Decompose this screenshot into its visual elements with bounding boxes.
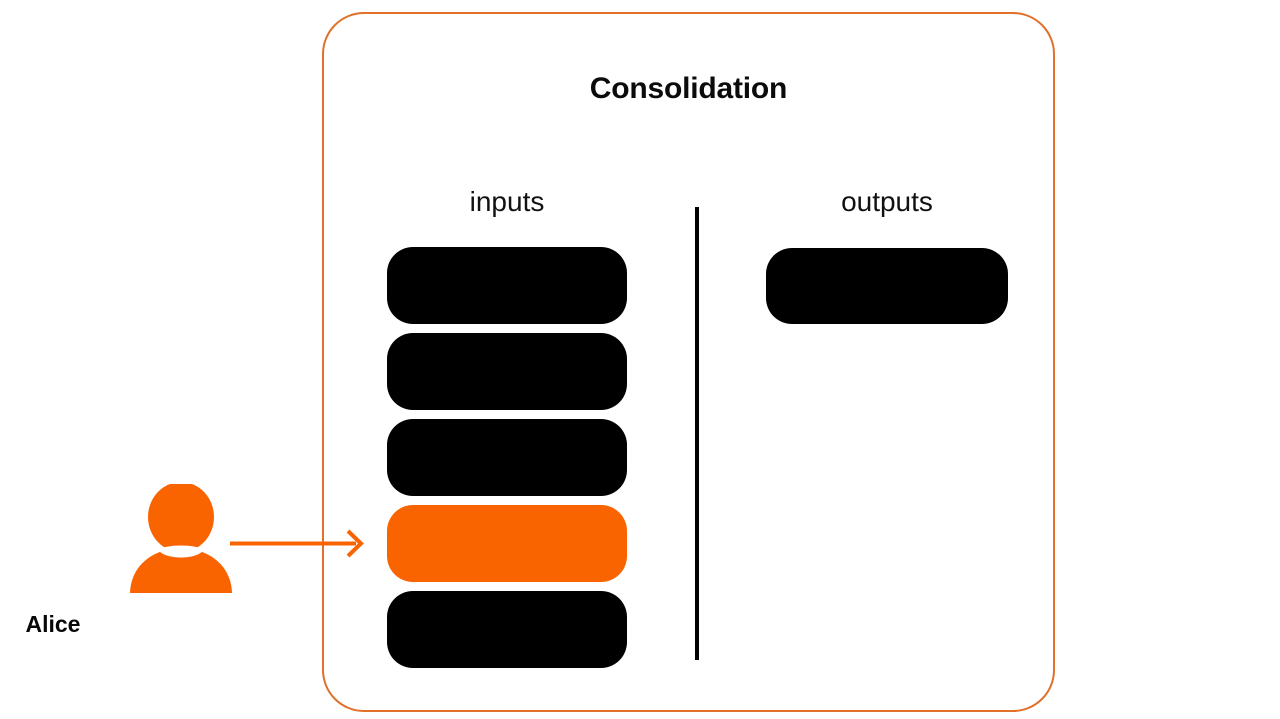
arrow-right-icon	[230, 529, 364, 558]
column-label-inputs: inputs	[469, 186, 545, 217]
actor-alice[interactable]	[128, 484, 234, 644]
page-title: Consolidation	[589, 72, 788, 105]
output-bar-0[interactable]	[766, 248, 1008, 324]
actor-label-alice: Alice	[25, 611, 81, 637]
input-bar-4[interactable]	[387, 591, 627, 668]
user-avatar-icon	[130, 484, 232, 593]
input-bar-0[interactable]	[387, 247, 627, 324]
vertical-divider	[695, 207, 699, 660]
input-bar-1[interactable]	[387, 333, 627, 410]
column-label-outputs: outputs	[841, 186, 933, 217]
input-bar-3-highlighted[interactable]	[387, 505, 627, 582]
input-bar-2[interactable]	[387, 419, 627, 496]
